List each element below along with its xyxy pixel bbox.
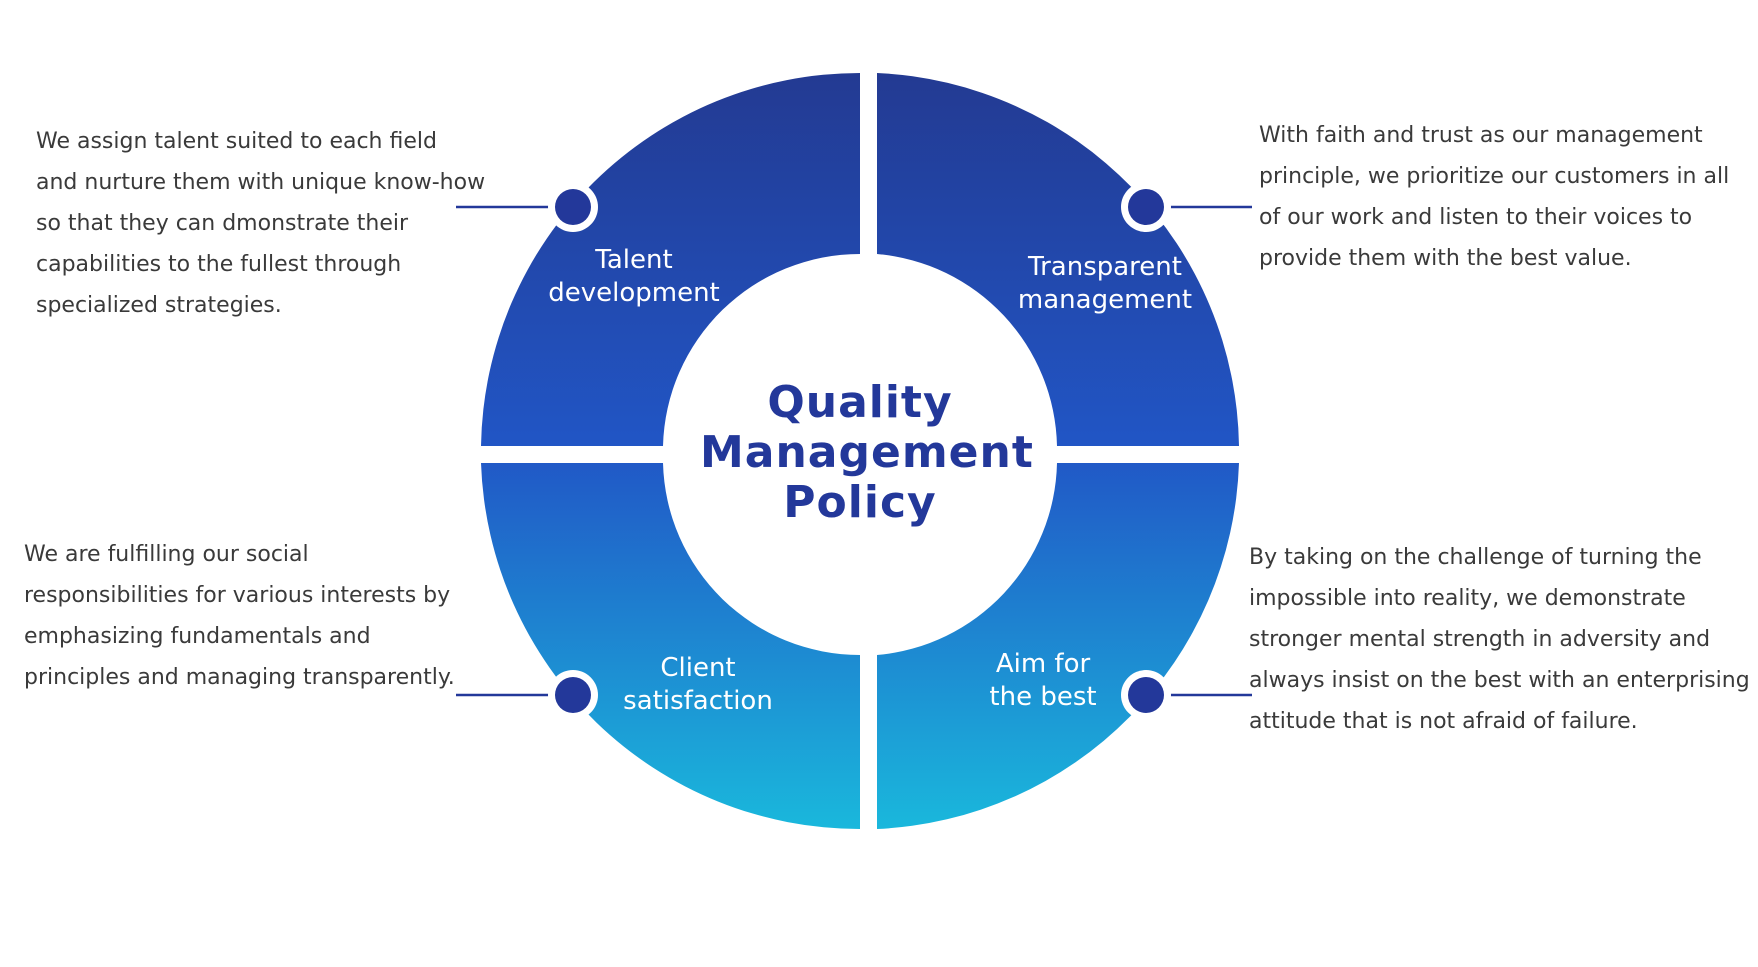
center-title-line: Quality <box>767 377 953 428</box>
description-transparent-management: With faith and trust as our management p… <box>1259 115 1729 279</box>
connector-top-left <box>456 182 598 232</box>
segment-bottom-right <box>877 463 1239 829</box>
description-line: impossible into reality, we demonstrate <box>1249 586 1686 611</box>
segment-label-line: Transparent <box>1028 252 1182 282</box>
segment-top-right <box>877 73 1239 446</box>
description-line: emphasizing fundamentals and <box>24 624 371 649</box>
description-line: With faith and trust as our management <box>1259 123 1703 148</box>
connector-bottom-right <box>1121 670 1252 720</box>
description-line: stronger mental strength in adversity an… <box>1249 627 1711 652</box>
description-line: We assign talent suited to each field <box>36 129 437 154</box>
description-line: specialized strategies. <box>36 293 282 318</box>
description-line: attitude that is not afraid of failure. <box>1249 709 1638 734</box>
segment-label-line: the best <box>989 682 1097 712</box>
segment-label-line: satisfaction <box>623 686 773 716</box>
segment-label-line: development <box>548 278 720 308</box>
description-line: always insist on the best with an enterp… <box>1249 668 1750 693</box>
description-line: so that they can dmonstrate their <box>36 211 409 236</box>
center-title-line: Policy <box>783 477 937 528</box>
description-line: capabilities to the fullest through <box>36 252 402 277</box>
description-line: By taking on the challenge of turning th… <box>1249 545 1702 570</box>
connector-top-right <box>1121 182 1252 232</box>
description-line: provide them with the best value. <box>1259 246 1632 271</box>
connector-bottom-left <box>456 670 598 720</box>
segment-label-client-satisfaction: Client satisfaction <box>568 652 828 718</box>
segment-label-line: management <box>1017 285 1193 315</box>
description-line: and nurture them with unique know-how <box>36 170 486 195</box>
segment-label-line: Talent <box>595 245 673 275</box>
segment-label-aim-for-the-best: Aim for the best <box>913 648 1173 714</box>
description-line: responsibilities for various interests b… <box>24 583 451 608</box>
description-client-satisfaction: We are fulfilling our social responsibil… <box>24 534 455 698</box>
description-line: We are fulfilling our social <box>24 542 309 567</box>
center-title: Quality Management Policy <box>700 377 1034 528</box>
description-aim-for-the-best: By taking on the challenge of turning th… <box>1249 537 1750 742</box>
description-line: of our work and listen to their voices t… <box>1259 205 1693 230</box>
segment-top-left <box>481 72 860 446</box>
segment-label-transparent-management: Transparent management <box>975 251 1235 317</box>
segment-label-line: Client <box>660 653 736 683</box>
description-line: principles and managing transparently. <box>24 665 455 690</box>
description-talent-development: We assign talent suited to each field an… <box>36 121 485 326</box>
center-title-line: Management <box>700 427 1034 478</box>
description-line: principle, we prioritize our customers i… <box>1259 164 1730 189</box>
segment-bottom-left <box>481 463 860 829</box>
segment-label-line: Aim for <box>995 649 1091 679</box>
segment-label-talent-development: Talent development <box>504 244 764 310</box>
